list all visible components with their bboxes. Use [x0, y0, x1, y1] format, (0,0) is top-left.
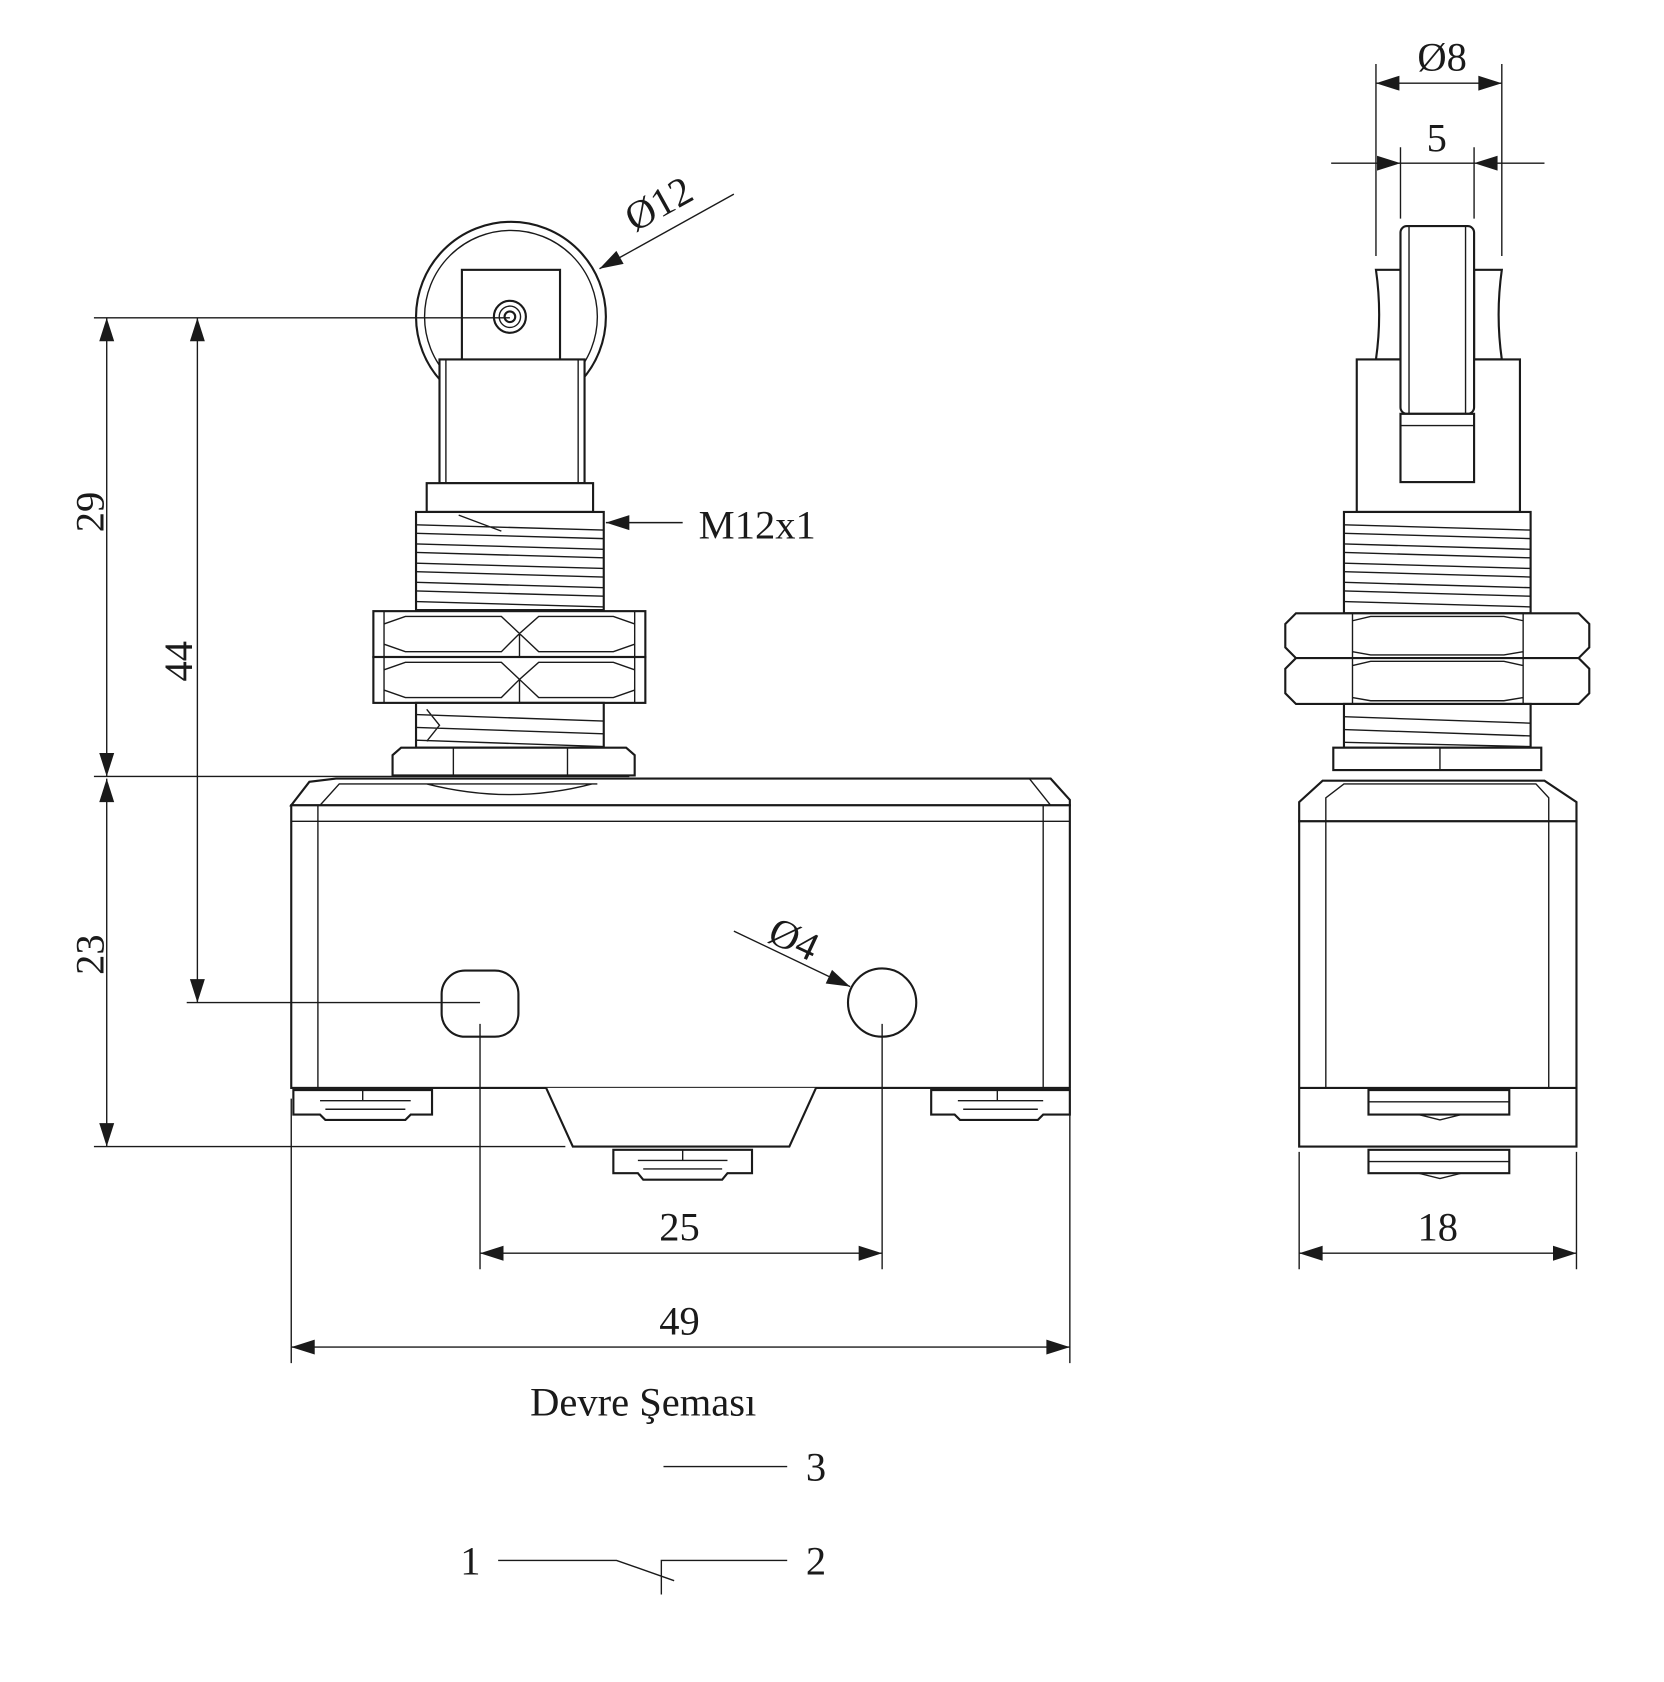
terminal-1-label: 1 — [460, 1538, 480, 1583]
hex-nuts — [372, 610, 647, 704]
terminal-2-label: 2 — [806, 1538, 826, 1583]
washer — [391, 746, 636, 777]
thread-label: M12x1 — [699, 503, 816, 548]
dim-44-label: 44 — [156, 641, 201, 682]
terminal-3-label: 3 — [806, 1444, 826, 1489]
terminal-screws — [292, 1088, 1071, 1181]
roller-width-label: 5 — [1427, 115, 1447, 160]
thread-lower — [414, 701, 605, 749]
dim-25-label: 25 — [659, 1204, 700, 1249]
dim-23-label: 23 — [68, 934, 113, 975]
switch-body — [289, 777, 1071, 1148]
circuit-diagram: Devre Şeması 3 1 2 — [460, 1379, 826, 1595]
roller-side — [1399, 225, 1476, 415]
dim-29-label: 29 — [68, 492, 113, 533]
dim-49-label: 49 — [659, 1298, 700, 1343]
circuit-title: Devre Şeması — [530, 1379, 756, 1424]
front-view: 29 23 44 25 49 Ø12 M12x1 Ø4 — [68, 167, 1071, 1364]
side-view: Ø8 5 18 — [1284, 34, 1591, 1270]
roller-diameter-label: Ø12 — [617, 167, 700, 240]
thread-upper — [414, 510, 605, 612]
dimensions-side: Ø8 5 18 — [1298, 34, 1578, 1270]
roller-outer-diameter-label: Ø8 — [1417, 34, 1467, 79]
plunger — [425, 358, 595, 514]
dim-18-label: 18 — [1418, 1204, 1459, 1249]
